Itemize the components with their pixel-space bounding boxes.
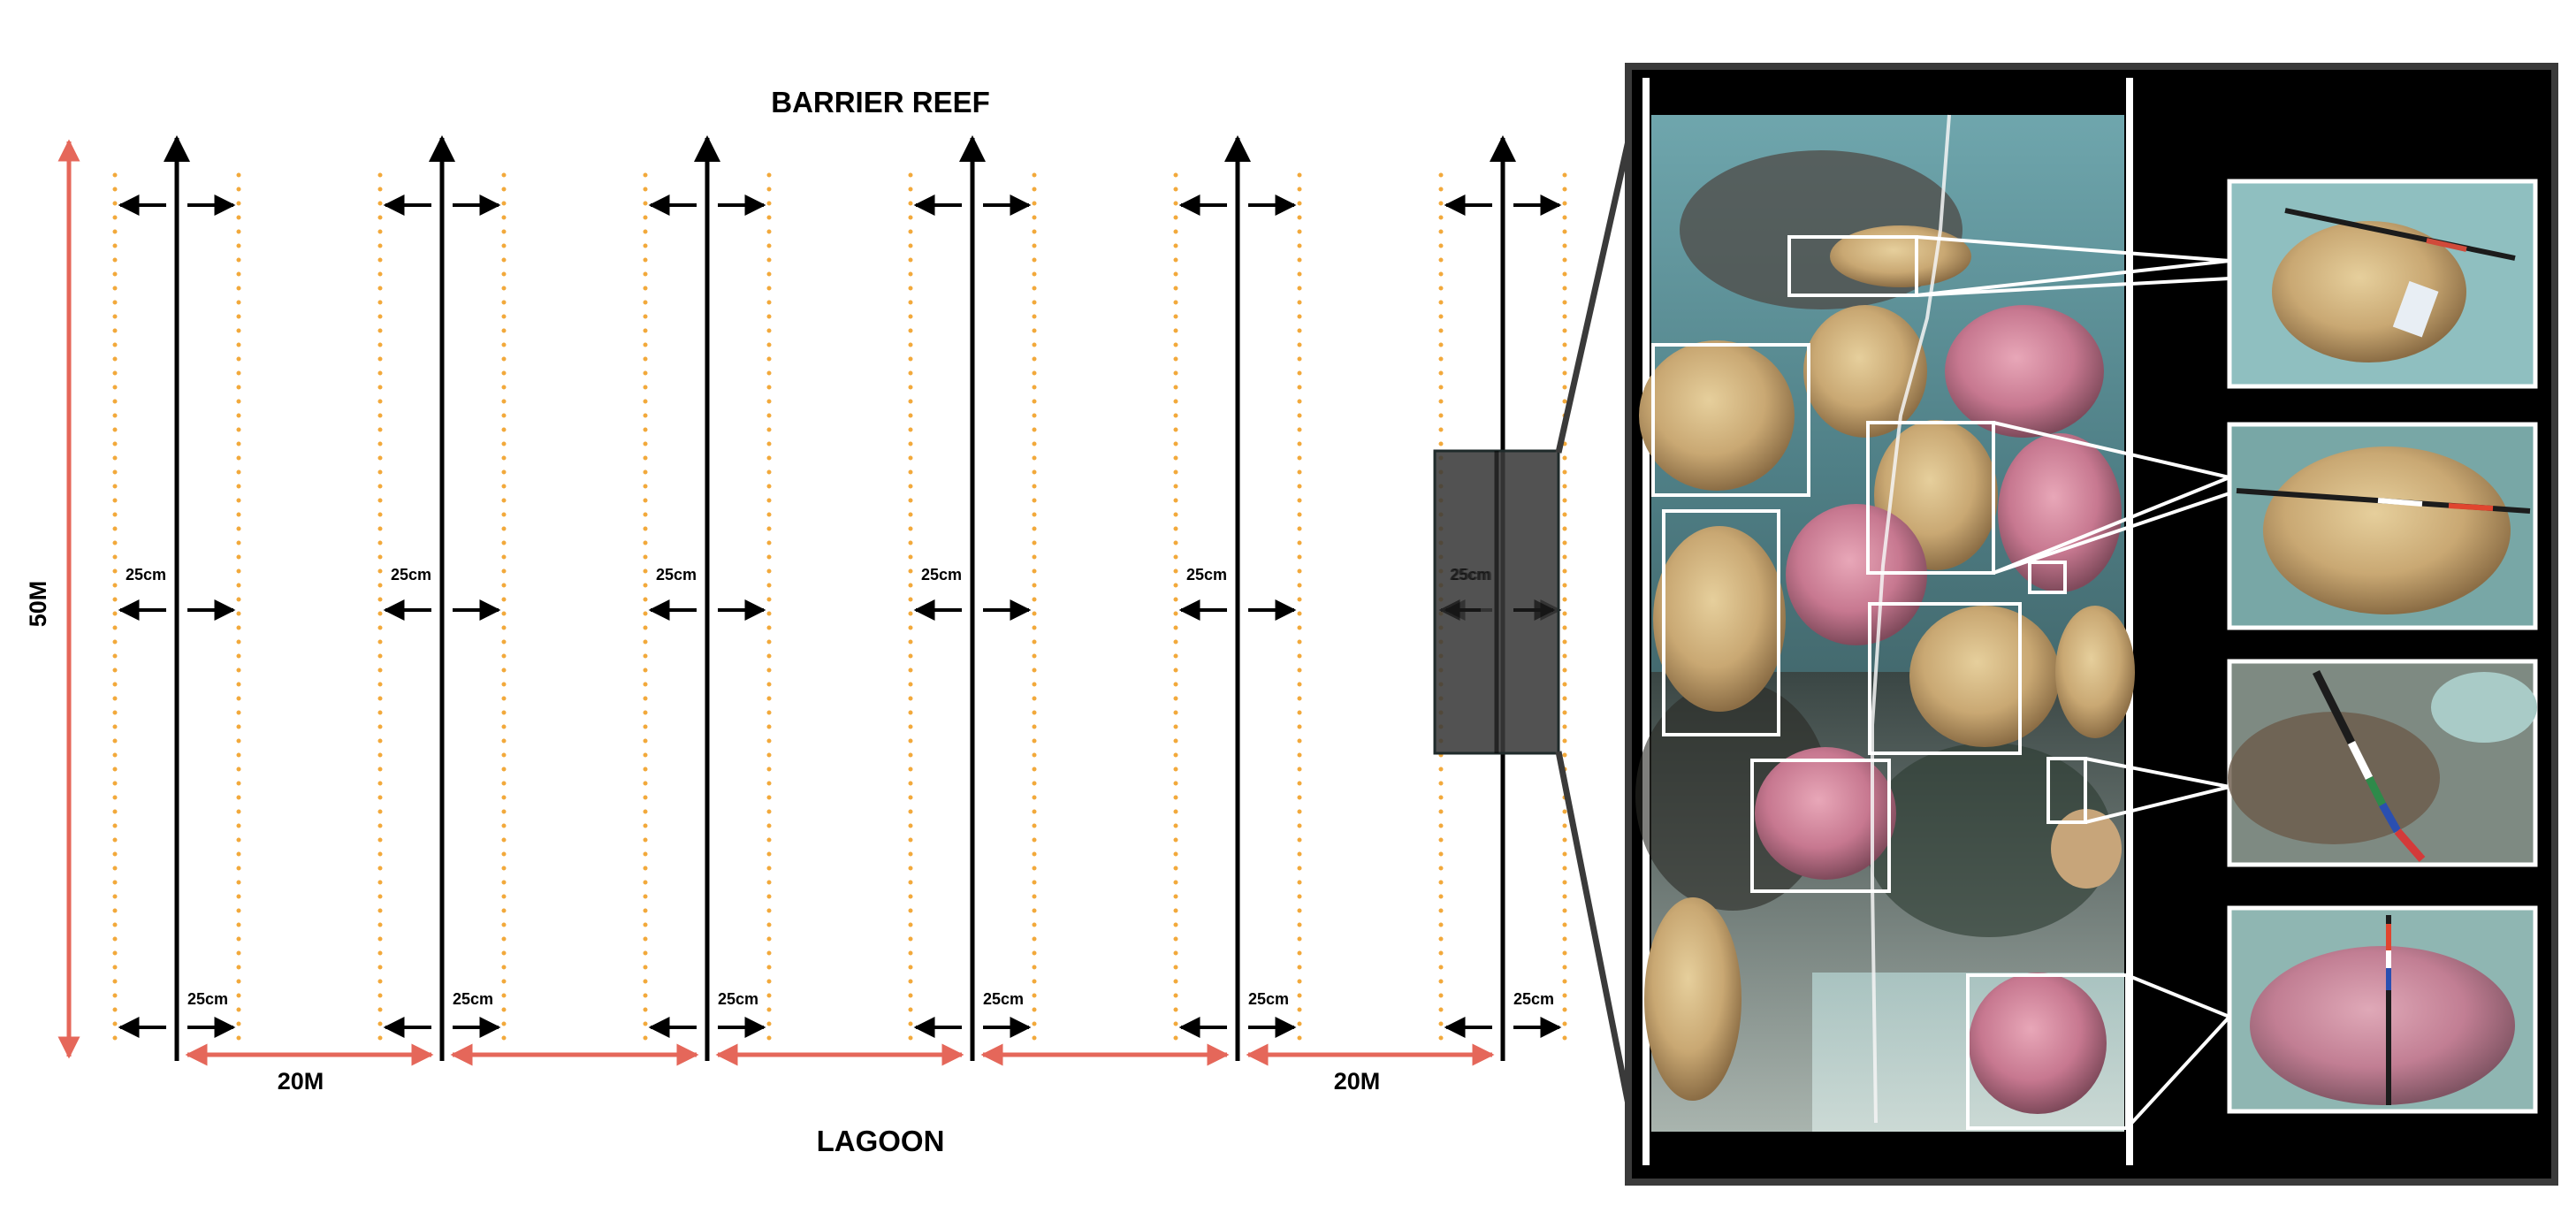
spacing-label-left: 20M <box>278 1068 324 1095</box>
belt-width-label: 25cm <box>983 990 1024 1008</box>
transect-3: 25cm 25cm <box>643 135 772 1061</box>
belt-boundary-right <box>2126 78 2133 1165</box>
transect-1: 25cm 25cm <box>112 135 241 1061</box>
belt-width-label: 25cm <box>718 990 758 1008</box>
coral-closeup-2 <box>2227 422 2538 630</box>
coral-closeup-4 <box>2227 905 2538 1114</box>
spacing-label-right: 20M <box>1334 1068 1381 1095</box>
transect-4: 25cm 25cm <box>908 135 1037 1061</box>
transect-group: 25cm25cm25cm25cm25cm25cm25cm25cm25cm25cm… <box>112 135 1567 1061</box>
coral-closeup-3 <box>2227 659 2538 867</box>
transect-2: 25cm 25cm <box>377 135 507 1061</box>
transect-5: 25cm 25cm <box>1173 135 1302 1061</box>
lagoon-label: LAGOON <box>817 1125 945 1157</box>
coral-mosaic-image <box>1635 114 2135 1132</box>
belt-width-label: 25cm <box>1248 990 1289 1008</box>
belt-width-label: 25cm <box>391 566 431 584</box>
highlight-width-label: 25cm <box>1450 566 1490 584</box>
belt-boundary-left <box>1642 78 1650 1165</box>
coral-closeup-1 <box>2227 179 2538 389</box>
belt-width-label: 25cm <box>1186 566 1227 584</box>
belt-width-label: 25cm <box>1513 990 1554 1008</box>
barrier-reef-label: BARRIER REEF <box>771 86 990 118</box>
belt-width-label: 25cm <box>656 566 697 584</box>
belt-width-label: 25cm <box>126 566 166 584</box>
highlight-box-contents: 25cm <box>1438 451 1556 753</box>
belt-width-label: 25cm <box>921 566 962 584</box>
belt-width-label: 25cm <box>453 990 493 1008</box>
belt-width-label: 25cm <box>187 990 228 1008</box>
photo-panel <box>1625 63 2558 1186</box>
site-length-label: 50M <box>25 581 51 628</box>
